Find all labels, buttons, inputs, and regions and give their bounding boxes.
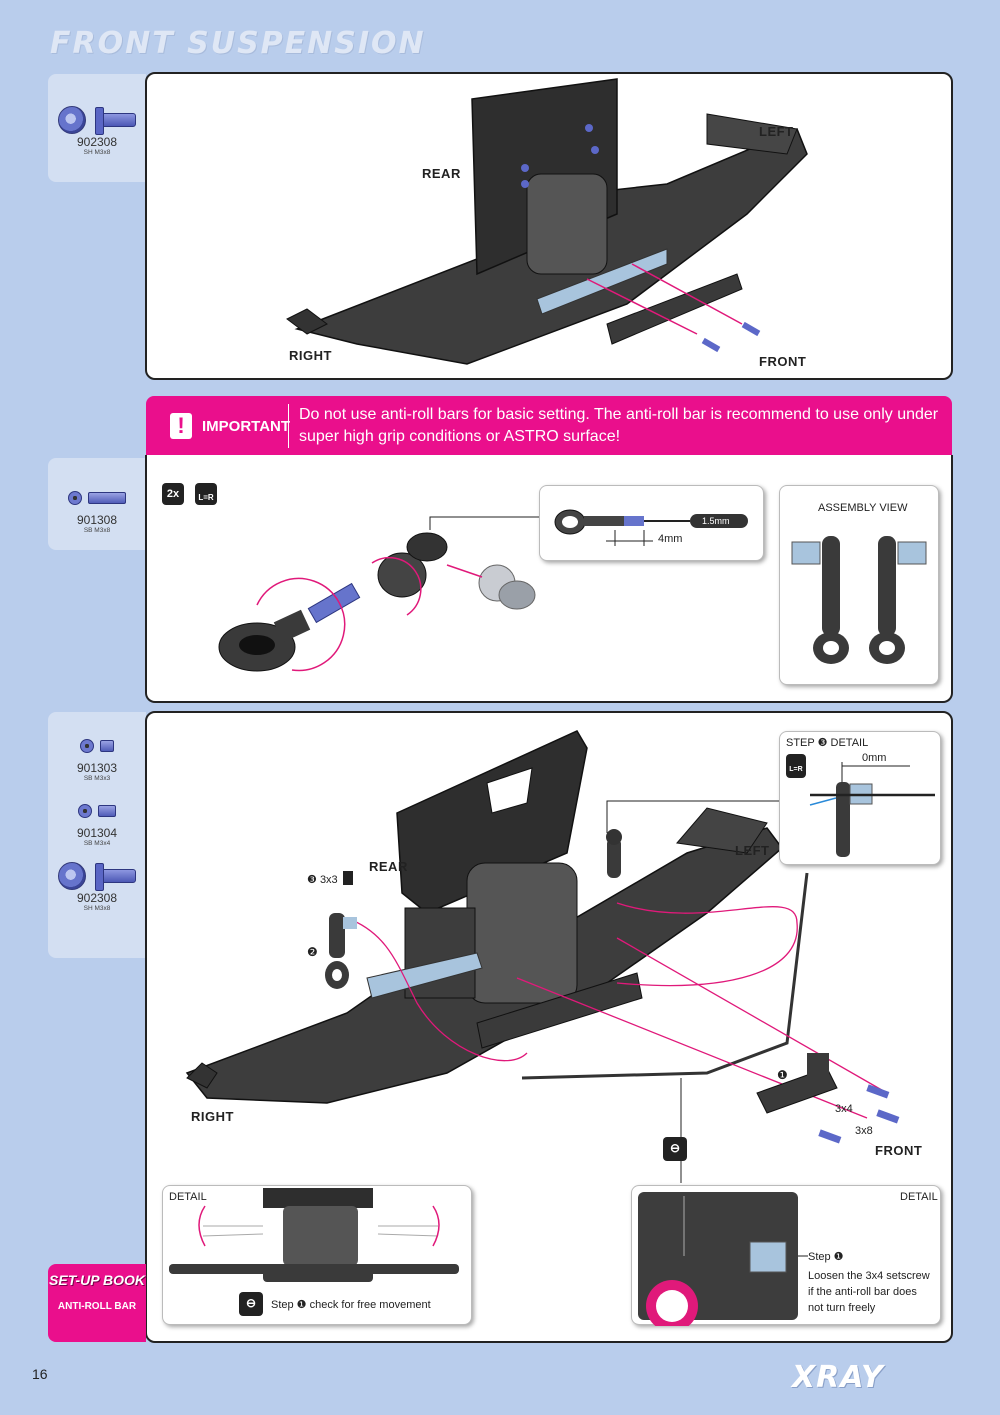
detail-right-step: Step ❶ (808, 1251, 844, 1263)
chassis-illustration-step1 (286, 78, 808, 365)
label-rear: REAR (369, 859, 408, 874)
setscrew-head-icon (80, 739, 94, 753)
measure-callout: 1.5mm 4mm (539, 485, 764, 561)
setscrew-shaft-icon (88, 492, 126, 504)
detail-left-box: DETAIL ⊖ Step ❶ check for free movement (162, 1185, 472, 1325)
part-item: 902308 SH M3x8 (48, 104, 146, 157)
detail-left-caption: Step ❶ check for free movement (271, 1299, 431, 1311)
part-desc: SH M3x8 (83, 149, 111, 156)
setup-book-tab: SET-UP BOOK ANTI-ROLL BAR (48, 1264, 146, 1342)
part-desc: SB M3x4 (83, 840, 111, 847)
step2-panel: 2x L=R 1.5mm 4m (145, 455, 953, 703)
part-code: 901308 (76, 513, 118, 527)
detail-left-title: DETAIL (169, 1191, 207, 1203)
part-item: 901304 SB M3x4 (48, 795, 146, 848)
size-3x8: 3x8 (855, 1125, 873, 1137)
left-right-badge: L=R (195, 483, 217, 505)
page-number: 16 (32, 1366, 48, 1382)
label-right: RIGHT (191, 1109, 234, 1124)
parts-tab-step2: 901308 SB M3x8 (48, 458, 146, 550)
screw-head-icon (58, 862, 86, 890)
label-front: FRONT (875, 1143, 923, 1158)
ball-joint-illustration (218, 516, 539, 672)
part-item: 901303 SB M3x3 (48, 730, 146, 783)
callout-3x3: ❸ 3x3 (307, 874, 338, 886)
part-desc: SH M3x8 (83, 905, 111, 912)
left-right-badge: L=R (786, 754, 806, 778)
important-banner: ! IMPORTANT Do not use anti-roll bars fo… (146, 396, 952, 456)
dimension-1-5mm: 1.5mm (702, 516, 730, 526)
setup-book-subtitle: ANTI-ROLL BAR (57, 1301, 137, 1312)
setscrew-head-icon (78, 804, 92, 818)
screw-shaft-icon (95, 863, 136, 891)
part-item: 902308 SH M3x8 (48, 860, 146, 913)
setscrew-shaft-icon (98, 805, 116, 817)
size-3x4: 3x4 (835, 1103, 853, 1115)
brand-logo: XRAY (792, 1360, 884, 1395)
chassis-illustration-step3 (185, 730, 900, 1183)
setup-book-title: SET-UP BOOK (49, 1272, 145, 1288)
assembly-view-illustration (791, 536, 927, 664)
screw-head-icon (58, 106, 86, 134)
part-code: 901303 (76, 761, 118, 775)
quantity-badge: 2x (162, 483, 184, 505)
setscrew-shaft-icon (100, 740, 114, 752)
page-title: FRONT SUSPENSION (50, 26, 426, 61)
detail-right-title: DETAIL (900, 1191, 938, 1203)
detail-right-illustration (638, 1192, 808, 1332)
label-right: RIGHT (289, 348, 332, 363)
hex-driver-illustration (554, 509, 748, 546)
screw-shaft-icon (95, 107, 136, 135)
dimension-0mm: 0mm (862, 752, 887, 764)
label-left: LEFT (759, 124, 794, 139)
dimension-4mm: 4mm (658, 533, 683, 545)
step1-panel: REAR LEFT RIGHT FRONT (145, 72, 953, 380)
part-code: 901304 (76, 826, 118, 840)
step3-detail-title: STEP ❸ DETAIL (786, 737, 869, 749)
step3-panel: ❸ 3x3 ❷ REAR LEFT RIGHT FRONT ❶ 3x4 3x8 … (145, 711, 953, 1343)
hex-driver-icon: ⊖ (663, 1137, 687, 1161)
parts-tab-step3: 901303 SB M3x3 901304 SB M3x4 902308 SH … (48, 712, 146, 958)
part-code: 902308 (76, 135, 118, 149)
hex-driver-icon: ⊖ (239, 1292, 263, 1316)
detail-left-illustration (169, 1188, 459, 1282)
assembly-view-title: ASSEMBLY VIEW (818, 502, 908, 514)
assembly-view-box: ASSEMBLY VIEW (779, 485, 939, 685)
callout-2: ❷ (307, 945, 318, 959)
label-left: LEFT (735, 843, 770, 858)
part-desc: SB M3x3 (83, 775, 111, 782)
part-desc: SB M3x8 (83, 527, 111, 534)
important-message: Do not use anti-roll bars for basic sett… (299, 406, 939, 445)
parts-tab-step1: 902308 SH M3x8 (48, 74, 146, 182)
label-front: FRONT (759, 354, 807, 369)
part-item: 901308 SB M3x8 (48, 482, 146, 535)
label-rear: REAR (422, 166, 461, 181)
step3-detail-box: STEP ❸ DETAIL L=R 0mm (779, 731, 941, 865)
detail-right-box: DETAIL Step ❶ Loosen the 3x4 setscrew if… (631, 1185, 941, 1332)
step3-detail-illustration (809, 762, 935, 857)
callout-1: ❶ (777, 1068, 788, 1082)
detail-right-text: Loosen the 3x4 setscrew if the anti-roll… (808, 1270, 930, 1314)
warning-icon: ! (170, 413, 192, 439)
important-label: IMPORTANT (202, 417, 291, 435)
divider (288, 404, 289, 448)
part-code: 902308 (76, 891, 118, 905)
setscrew-head-icon (68, 491, 82, 505)
